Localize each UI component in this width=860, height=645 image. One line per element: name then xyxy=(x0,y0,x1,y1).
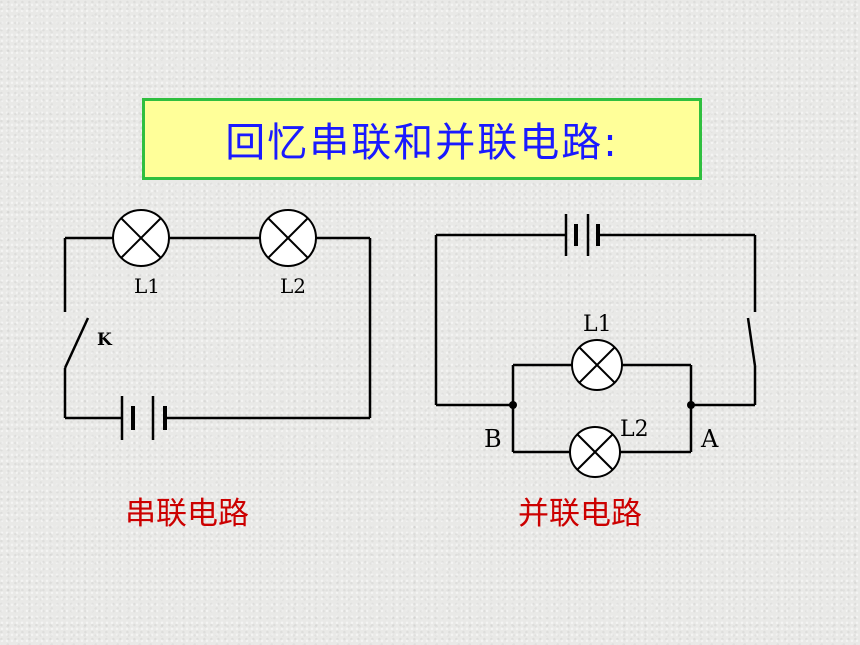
series-circuit: L1 L2 K xyxy=(63,209,372,440)
parallel-battery-symbol xyxy=(564,214,600,256)
series-lamp-l2-label: L2 xyxy=(280,274,306,298)
series-battery-symbol xyxy=(120,396,167,440)
parallel-lamp-l1-label: L1 xyxy=(583,312,612,337)
parallel-lamp-l2-label: L2 xyxy=(620,417,649,442)
series-switch-label: K xyxy=(97,330,113,350)
parallel-lamp-l2-symbol xyxy=(569,426,621,478)
junction-b-dot xyxy=(509,401,517,409)
node-a-label: A xyxy=(700,425,719,453)
parallel-switch-blade xyxy=(746,317,757,367)
title-box: 回忆串联和并联电路: xyxy=(142,98,702,180)
series-circuit-caption: 串联电路 xyxy=(125,496,249,532)
series-lamp-l1-label: L1 xyxy=(134,274,160,298)
series-lamp-l2-symbol xyxy=(259,209,317,267)
slide-title: 回忆串联和并联电路: xyxy=(225,120,619,166)
node-b-label: B xyxy=(484,425,502,453)
parallel-circuit-caption: 并联电路 xyxy=(518,496,642,532)
series-lamp-l1-symbol xyxy=(112,209,170,267)
parallel-lamp-l1-symbol xyxy=(571,339,623,391)
series-switch-blade xyxy=(63,317,90,369)
parallel-circuit: L1 L2 B A xyxy=(434,214,757,478)
junction-a-dot xyxy=(687,401,695,409)
